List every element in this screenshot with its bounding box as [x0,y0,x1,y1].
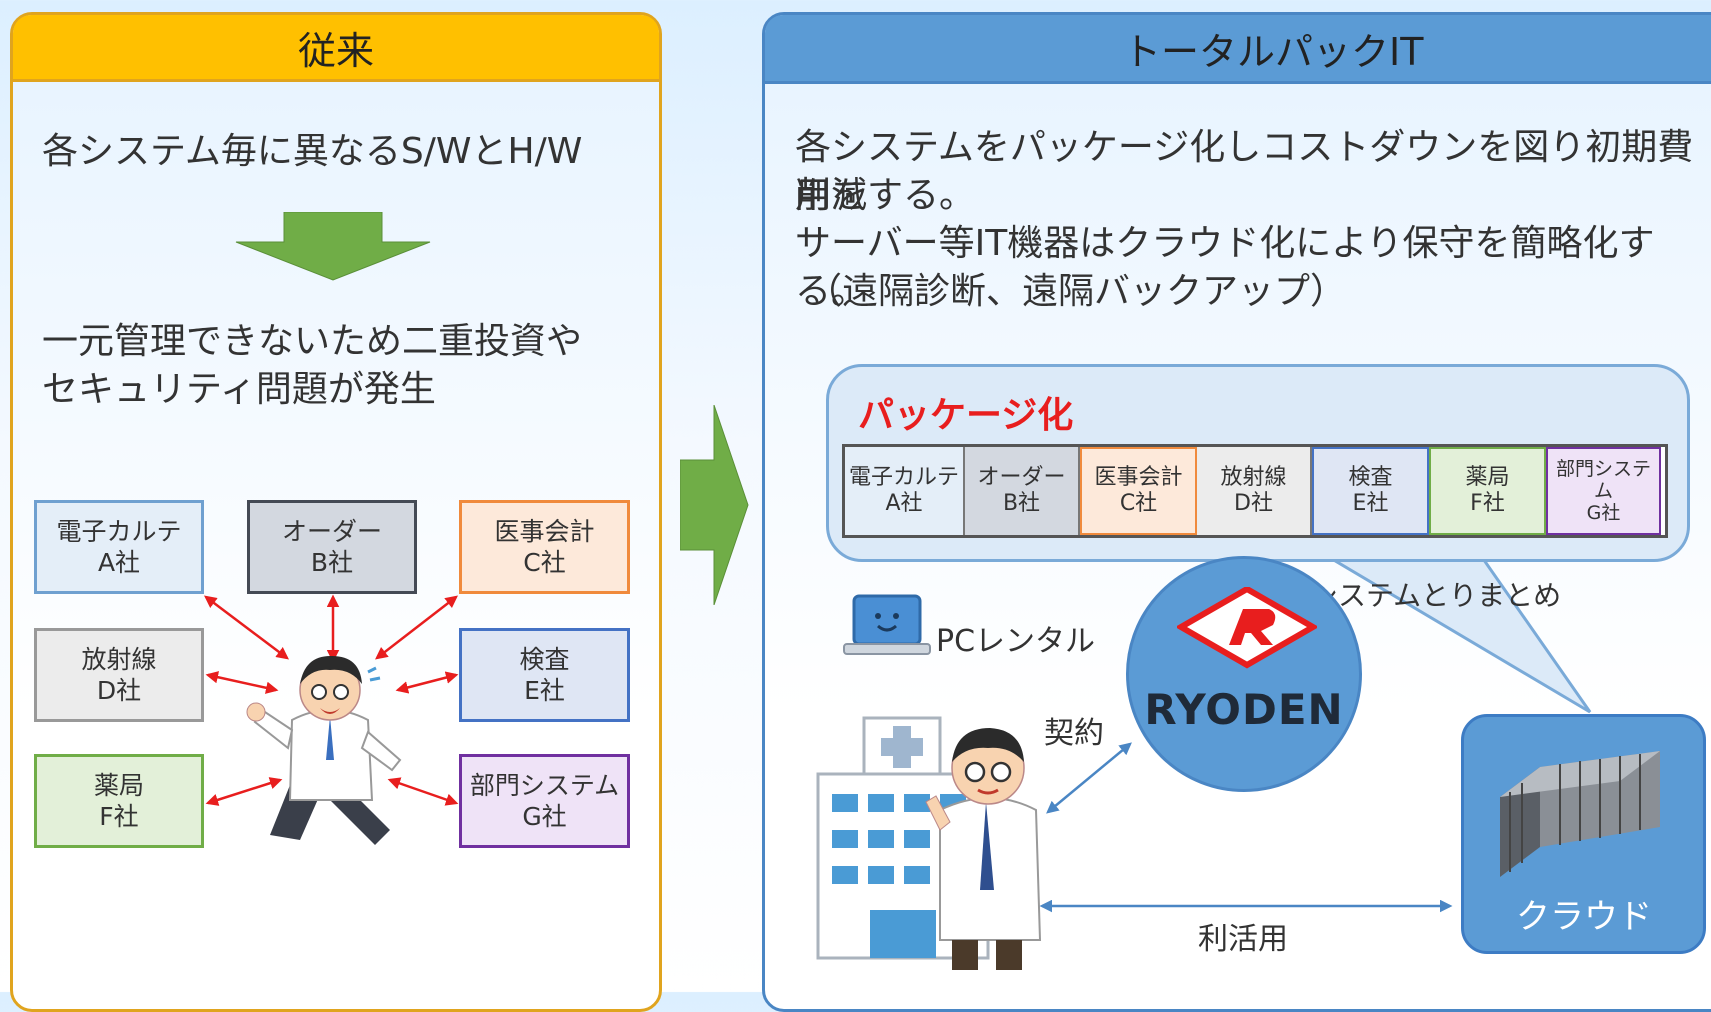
totalpack-header: トータルパックIT [765,15,1711,84]
totalpack-desc-4: （遠隔診断、遠隔バックアップ） [806,271,1347,312]
package-item-name: 部門システム [1555,458,1651,502]
totalpack-desc-3: サーバー等IT機器はクラウド化により保守を簡略化する。 [795,223,1655,312]
totalpack-title: トータルパックIT [1123,29,1424,74]
package-item-billing: 医事会計 C社 [1080,447,1197,535]
vendor-company: F社 [99,802,139,831]
vendor-box-order: オーダー B社 [247,500,417,594]
package-item-company: C社 [1119,491,1158,516]
doctor-icon [925,728,1042,970]
traditional-line1: 各システム毎に異なるS/WとH/W [42,131,583,172]
vendor-box-billing: 医事会計 C社 [459,500,630,594]
package-item-company: B社 [1002,491,1041,516]
vendor-company: G社 [522,802,567,831]
package-item-radiology: 放射線 D社 [1197,447,1312,535]
package-item-emr: 電子カルテ A社 [845,447,965,535]
package-item-name: 電子カルテ [848,465,959,490]
package-item-name: 検査 [1348,465,1393,490]
traditional-title: 従来 [297,28,374,73]
server-rack-icon [1500,751,1660,877]
cloud-box: クラウド [1461,714,1706,954]
package-item-order: オーダー B社 [965,447,1080,535]
usage-label: 利活用 [1198,922,1288,957]
vendor-company: D社 [96,676,142,705]
cloud-label: クラウド [1516,897,1652,937]
package-item-company: D社 [1234,491,1273,516]
vendor-name: 部門システム [469,771,620,800]
traditional-header: 従来 [13,15,659,82]
ryoden-logo-icon [1177,587,1317,669]
package-item-company: E社 [1352,491,1389,516]
package-item-pharmacy: 薬局 F社 [1429,447,1546,535]
vendor-box-emr: 電子カルテ A社 [34,500,204,594]
contract-label: 契約 [1044,716,1104,751]
laptop-icon [843,594,931,655]
vendor-name: 医事会計 [494,517,595,546]
transition-arrow [680,405,749,605]
vendor-company: E社 [524,676,565,705]
vendor-company: A社 [97,548,141,577]
package-item-name: 放射線 [1220,465,1287,490]
package-row: 電子カルテ A社 オーダー B社 医事会計 C社 放射線 D社 検査 E社 薬局… [842,444,1668,538]
contract-arrow [1046,742,1132,814]
package-item-company: A社 [885,491,923,516]
package-item-department: 部門システム G社 [1546,447,1661,535]
package-item-company: F社 [1470,491,1505,516]
package-item-name: 薬局 [1465,465,1510,490]
traditional-problem-2: セキュリティ問題が発生 [42,369,436,410]
package-item-name: 医事会計 [1094,465,1183,490]
vendor-company: C社 [523,548,566,577]
package-item-name: オーダー [977,465,1066,490]
vendor-name: 検査 [519,645,570,674]
vendor-box-lab: 検査 E社 [459,628,630,722]
ryoden-logo-text: RYODEN [1144,685,1344,734]
vendor-box-pharmacy: 薬局 F社 [34,754,204,848]
pc-rental-label: PCレンタル [936,624,1096,659]
vendor-box-radiology: 放射線 D社 [34,628,204,722]
package-callout-tail [1297,540,1592,714]
system-integration-label: システムとりまとめ [1310,579,1562,612]
vendor-name: 電子カルテ [56,517,182,546]
hospital-scene [816,716,1453,970]
ryoden-circle: RYODEN [1126,556,1362,792]
vendor-name: 放射線 [81,645,157,674]
package-item-company: G社 [1586,502,1621,524]
totalpack-desc-2: 削減する。 [795,175,976,216]
vendor-name: オーダー [281,517,382,546]
package-title: パッケージ化 [858,395,1074,436]
package-item-lab: 検査 E社 [1312,447,1429,535]
vendor-name: 薬局 [93,771,144,800]
vendor-company: B社 [310,548,354,577]
vendor-box-department: 部門システム G社 [459,754,630,848]
traditional-problem-1: 一元管理できないため二重投資や [42,321,583,362]
down-arrow [235,212,431,281]
totalpack-desc-1: 各システムをパッケージ化しコストダウンを図り初期費用を [795,127,1694,216]
